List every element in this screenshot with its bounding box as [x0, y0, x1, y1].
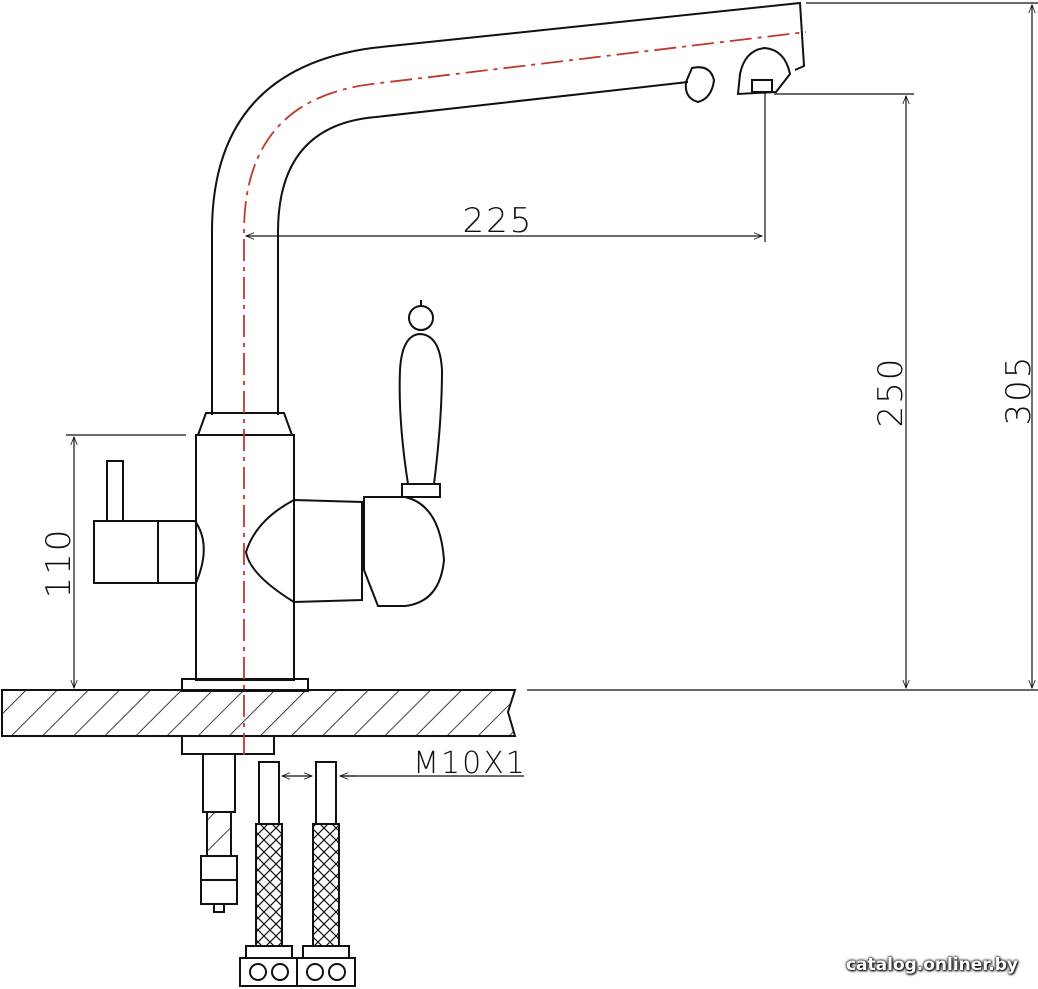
dimension-body-height — [66, 434, 186, 690]
main-handle — [244, 300, 446, 607]
spout-collar — [196, 412, 294, 436]
thread-callout-label: M10X1 — [413, 746, 527, 781]
filter-lever — [93, 460, 205, 584]
watermark: catalog.onliner.by — [845, 955, 1018, 975]
dimension-total-height — [806, 2, 1038, 690]
dimension-body-height-label: 110 — [39, 528, 79, 599]
spout — [211, 1, 806, 415]
connections — [181, 735, 275, 913]
dimension-spout-height — [774, 93, 914, 690]
flexible-hose-right — [296, 761, 356, 987]
dimension-reach — [244, 92, 766, 242]
dimension-reach-label: 225 — [463, 201, 534, 241]
faucet-body — [181, 434, 309, 692]
center-axis — [243, 31, 807, 755]
flexible-hose-left — [239, 761, 299, 987]
dimension-spout-height-label: 250 — [871, 357, 911, 428]
dimension-total-height-label: 305 — [999, 355, 1038, 426]
countertop — [1, 689, 1038, 737]
